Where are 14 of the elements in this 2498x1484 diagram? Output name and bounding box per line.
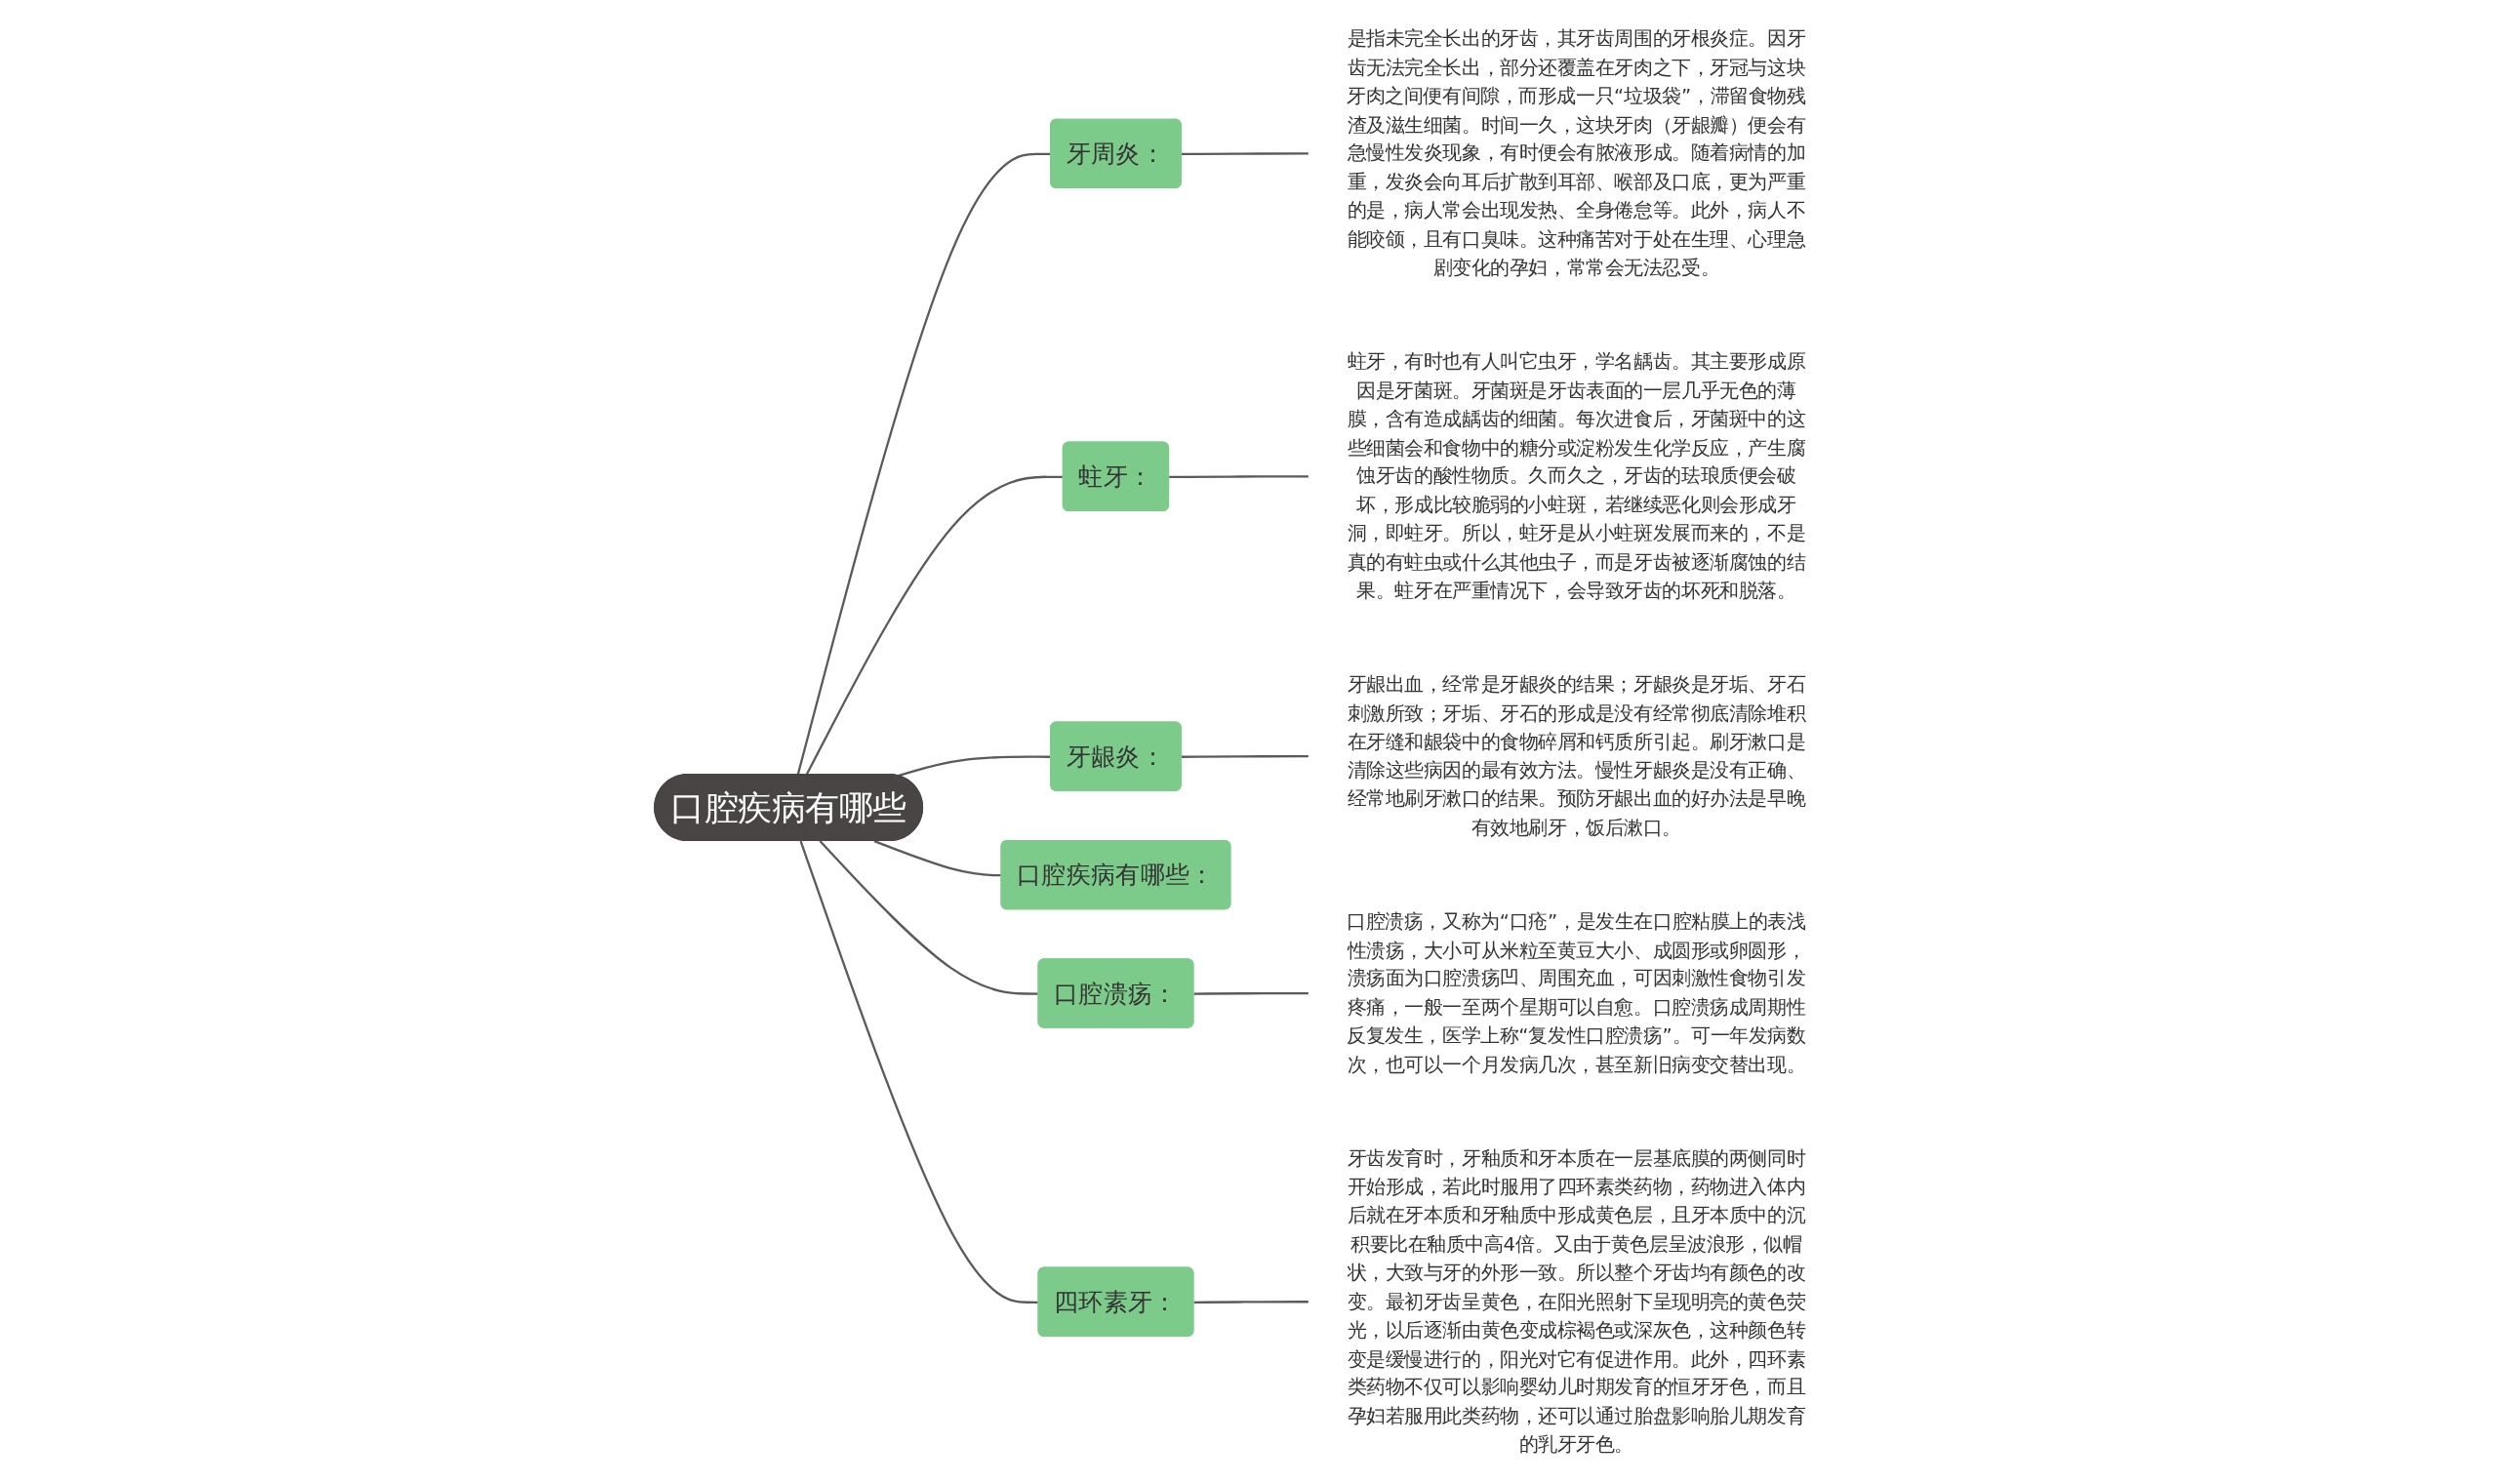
node-text: 是指未完全长出的牙齿，其牙齿周围的牙根炎症。因牙齿无法完全长出，部分还覆盖在牙肉之下，牙冠与这块牙肉之间便有间隙，而形成一只“垃圾袋”，滞留食物残渣及滋生细菌。时间一久，这块牙肉（牙龈瓣）便会有急慢性发炎现象，有时便会有脓液形成。随着病情的加重，发炎会向耳后扩散到耳部、喉部及口底，更为严重的是，病人常会出现发热、全身倦怠等。此外，病人不能咬颌，且有口臭味。这种痛苦对于处在生理、心理急剧变化的孕妇，常常会无法忍受。 [1347,26,1806,279]
node-text: 牙龈出血，经常是牙龈炎的结果；牙龈炎是牙垢、牙石刺激所致；牙垢、牙石的形成是没有经常彻底清除堆积在牙缝和龈袋中的食物碎屑和钙质所引起。刷牙漱口是清除这些病因的最有效方法。慢性牙龈炎是没有正确、经常地刷牙漱口的结果。预防牙龈出血的好办法是早晚有效地刷牙，饭后漱口。 [1347,672,1806,839]
connector [1181,152,1309,156]
node-text: 口腔溃疡，又称为“口疮”，是发生在口腔粘膜上的表浅性溃疡，大小可从米粒至黄豆大小、成圆形或卵圆形，溃疡面为口腔溃疡凹、周围充血，可因刺激性食物引发疼痛，一般一至两个星期可以自愈。口腔溃疡成周期性反复发生，医学上称“复发性口腔溃疡”。可一年发病数次，也可以一个月发病几次，甚至新旧病变交替出现。 [1347,909,1806,1076]
node-text: 牙齿发育时，牙釉质和牙本质在一层基底膜的两侧同时开始形成，若此时服用了四环素类药物，药物进入体内后就在牙本质和牙釉质中形成黄色层，且牙本质中的沉积要比在釉质中高4倍。又由于黄色层呈波浪形，似帽状，大致与牙的外形一致。所以整个牙齿均有颜色的改变。最初牙齿呈黄色，在阳光照射下呈现明亮的黄色荧光，以后逐渐由黄色变成棕褐色或深灰色，这种颜色转变是缓慢进行的，阳光对它有促进作用。此外，四环素类药物不仅可以影响婴幼儿时期发育的恒牙牙色，而且孕妇若服用此类药物，还可以通过胎盘影响胎儿期发育的乳牙牙色。 [1347,1146,1806,1456]
connector [1169,475,1309,478]
connector [873,840,1002,877]
connector [1193,991,1309,995]
connector [819,840,1039,995]
connector [1193,1301,1309,1304]
node-text: 蛀牙，有时也有人叫它虫牙，学名龋齿。其主要形成原因是牙菌斑。牙菌斑是牙齿表面的一层几乎无色的薄膜，含有造成龋齿的细菌。每次进食后，牙菌斑中的这些细菌会和食物中的糖分或淀粉发生化学反应，产生腐蚀牙齿的酸性物质。久而久之，牙齿的珐琅质便会破坏，形成比较脆弱的小蛀斑，若继续恶化则会形成牙洞，即蛀牙。所以，蛀牙是从小蛀斑发展而来的，不是真的有蛀虫或什么其他虫子，而是牙齿被逐渐腐蚀的结果。蛀牙在严重情况下，会导致牙齿的坏死和脱落。 [1347,349,1806,602]
connector [805,475,1064,776]
connector [1181,755,1309,758]
connector [799,840,1039,1304]
